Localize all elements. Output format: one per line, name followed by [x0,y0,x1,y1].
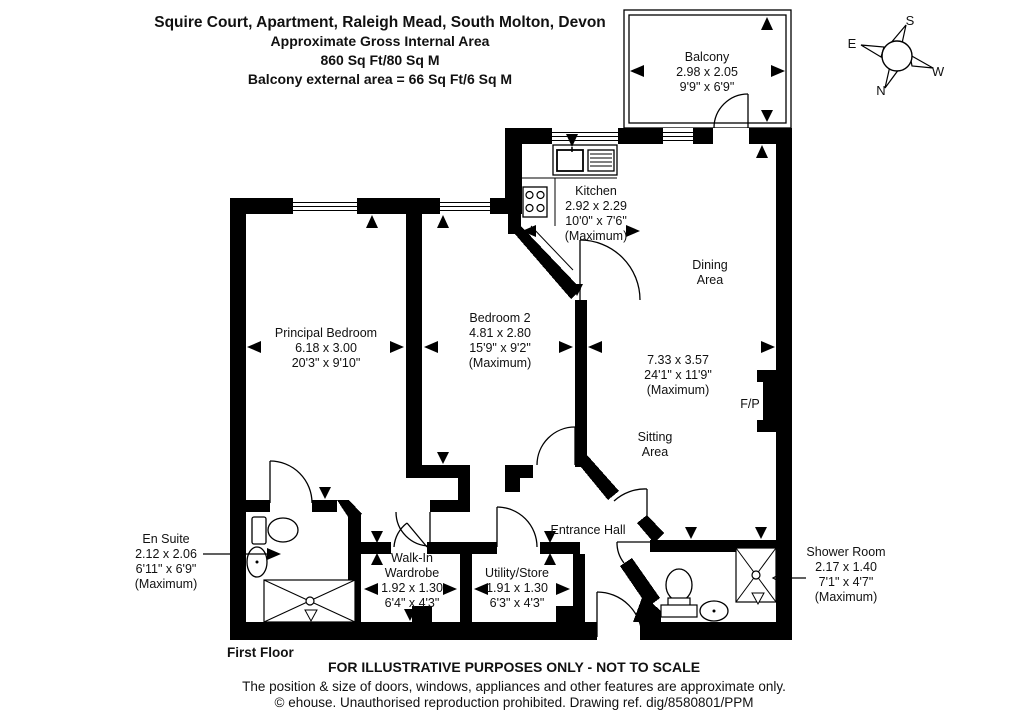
entrance-hall-label: Entrance Hall [550,523,626,537]
title-block: Squire Court, Apartment, Raleigh Mead, S… [154,13,606,89]
kitchen-label: Kitchen 2.92 x 2.29 10'0" x 7'6" (Maximu… [564,184,628,243]
entrance-door-icon [596,591,643,638]
utility-store-label: Utility/Store 1.91 x 1.30 6'3" x 4'3" [485,566,549,610]
window-icon [293,198,357,214]
compass-east-label: E [847,36,857,51]
dimension-arrows [247,17,785,621]
fireplace-label: F/P [740,397,760,411]
window-icon [663,128,693,144]
bedroom2-door-icon [536,426,576,466]
hob-icon [522,186,548,218]
dining-area-label: Dining Area [692,258,728,287]
wardrobe-door-icon [393,522,428,548]
disclaimer-text: The position & size of doors, windows, a… [242,679,786,694]
bedroom2-label: Bedroom 2 4.81 x 2.80 15'9" x 9'2" (Maxi… [468,311,532,370]
balcony-label: Balcony 2.98 x 2.05 9'9" x 6'9" [676,50,738,94]
shower-room-fixtures [660,547,777,622]
compass-west-label: W [931,64,945,79]
toilet-icon [660,568,698,618]
ensuite-fixtures [246,516,356,623]
window-icon [552,128,618,144]
kitchen-fixtures [521,134,618,271]
compass-north-label: N [876,83,886,98]
leader-lines [203,553,806,586]
compass-icon [860,24,934,89]
toilet-icon [251,516,299,545]
compass-south-label: S [905,13,915,28]
shower-room-label: Shower Room 2.17 x 1.40 7'1" x 4'7" (Max… [806,545,886,604]
principal-bedroom-door-icon [395,511,431,547]
utility-door-icon [496,506,538,548]
title-balcony-area: Balcony external area = 66 Sq Ft/6 Sq M [247,71,513,87]
illustrative-notice: FOR ILLUSTRATIVE PURPOSES ONLY - NOT TO … [327,659,701,675]
sitting-area-label: Sitting Area [637,430,673,459]
sitting-dimensions-label: 7.33 x 3.57 24'1" x 11'9" (Maximum) [644,353,712,397]
principal-bedroom-label: Principal Bedroom 6.18 x 3.00 20'3" x 9'… [274,326,378,370]
basin-icon [246,546,268,578]
sink-icon [552,134,618,176]
shower-tray-icon [263,579,356,623]
basin-icon [699,600,729,622]
sitting-door-icon [613,488,648,534]
shower-room-door-icon [616,541,650,564]
en-suite-label: En Suite 2.12 x 2.06 6'11" x 6'9" (Maxim… [134,532,198,591]
shower-tray-icon [735,547,777,606]
ensuite-door-icon [269,460,313,504]
balcony-door-icon [713,93,749,129]
page-title: Squire Court, Apartment, Raleigh Mead, S… [154,14,606,31]
walk-in-wardrobe-label: Walk-In Wardrobe 1.92 x 1.30 6'4" x 4'3" [381,551,443,610]
doors [269,93,749,638]
floor-label: First Floor [227,645,294,660]
windows [293,128,749,214]
title-area: 860 Sq Ft/80 Sq M [320,52,440,68]
kitchen-door-icon [579,239,641,301]
window-icon [440,198,490,214]
title-subline: Approximate Gross Internal Area [270,33,490,49]
balcony-door-opening [713,128,749,144]
copyright-text: © ehouse. Unauthorised reproduction proh… [274,695,754,710]
